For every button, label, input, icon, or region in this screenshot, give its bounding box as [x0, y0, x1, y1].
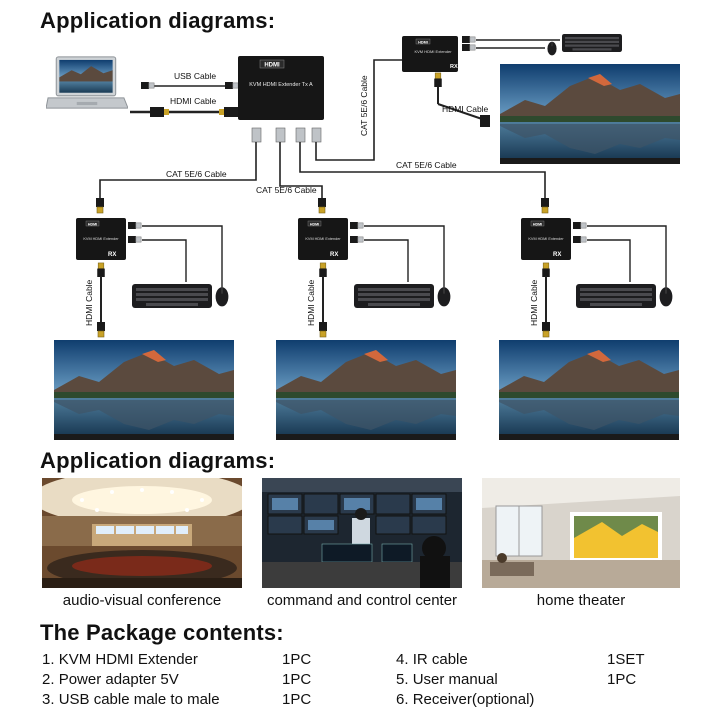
package-item-3: 3. USB cable male to male	[42, 691, 220, 708]
tx-transmitter-box: HDMI KVM HDMI Extender Tx A	[238, 56, 324, 120]
hdmi-cable-label-rx-top: HDMI Cable	[442, 104, 489, 114]
svg-text:HDMI: HDMI	[88, 222, 97, 226]
svg-text:KVM HDMI Extender: KVM HDMI Extender	[528, 237, 564, 241]
cat-cables	[99, 59, 546, 200]
mouse-icon	[659, 286, 673, 307]
svg-text:KVM HDMI Extender: KVM HDMI Extender	[83, 237, 119, 241]
tx-label: KVM HDMI Extender Tx A	[249, 82, 313, 88]
tx-brand: HDMI	[264, 63, 280, 69]
hdmi-cable-source	[130, 107, 238, 117]
cat-cable-label-left: CAT 5E/6 Cable	[166, 169, 227, 179]
keyboard-icon	[132, 284, 212, 308]
hdmi-cable-label-rx-2: HDMI Cable	[306, 279, 316, 326]
svg-text:HDMI: HDMI	[310, 222, 319, 226]
rx-receiver-1: HDMI KVM HDMI Extender RX	[76, 198, 126, 260]
package-qty-5: 1PC	[607, 671, 637, 688]
package-item-6: 6. Receiver(optional)	[396, 691, 535, 708]
hdmi-cable-rx-2	[318, 262, 328, 338]
package-item-1: 1. KVM HDMI Extender	[42, 651, 198, 668]
svg-text:HDMI: HDMI	[418, 40, 428, 44]
package-qty-1: 1PC	[282, 651, 312, 668]
display-1	[54, 340, 234, 440]
package-item-2: 2. Power adapter 5V	[42, 671, 179, 688]
mouse-icon	[215, 286, 229, 307]
caption-conference: audio-visual conference	[62, 592, 222, 609]
package-item-5: 5. User manual	[396, 671, 498, 688]
package-qty-4: 1SET	[607, 651, 645, 668]
svg-text:RX: RX	[108, 252, 116, 258]
hdmi-cable-rx-3	[541, 262, 551, 338]
display-3	[499, 340, 679, 440]
package-heading: The Package contents:	[40, 620, 284, 645]
svg-text:RX: RX	[330, 252, 338, 258]
home-theater-image	[482, 478, 680, 588]
package-qty-2: 1PC	[282, 671, 312, 688]
mouse-icon	[437, 286, 451, 307]
hdmi-cable-rx-1	[96, 262, 106, 338]
rx-receiver-2: HDMI KVM HDMI Extender RX	[298, 198, 348, 260]
package-qty-3: 1PC	[282, 691, 312, 708]
hdmi-cable-label-rx-3: HDMI Cable	[529, 279, 539, 326]
svg-text:KVM HDMI Extender: KVM HDMI Extender	[414, 49, 452, 54]
connection-diagram: USB Cable HDMI Cable HDMI KVM HDMI Exten…	[46, 34, 680, 440]
keyboard-icon	[354, 284, 434, 308]
applications-heading: Application diagrams:	[40, 448, 276, 473]
cat-cable-label-middle: CAT 5E/6 Cable	[256, 185, 317, 195]
display-2	[276, 340, 456, 440]
package-item-4: 4. IR cable	[396, 651, 468, 668]
svg-text:RX: RX	[553, 252, 561, 258]
control-center-image	[262, 478, 462, 588]
conference-room-image	[42, 478, 242, 588]
svg-text:HDMI: HDMI	[533, 222, 542, 226]
laptop-icon	[46, 56, 128, 109]
tx-network-ports	[251, 127, 322, 143]
rx-receiver-top: HDMI KVM HDMI Extender RX	[402, 36, 458, 72]
rx-receiver-3: HDMI KVM HDMI Extender RX	[521, 198, 571, 260]
keyboard-icon	[576, 284, 656, 308]
usb-cable-label: USB Cable	[174, 71, 216, 81]
svg-text:KVM HDMI Extender: KVM HDMI Extender	[305, 237, 341, 241]
diagram-heading: Application diagrams:	[40, 8, 276, 33]
cat-cable-label-right: CAT 5E/6 Cable	[396, 160, 457, 170]
cat-cable-label-vertical: CAT 5E/6 Cable	[359, 75, 369, 136]
caption-home-theater: home theater	[536, 592, 626, 609]
mouse-icon	[547, 41, 557, 56]
display-top	[500, 64, 680, 164]
hdmi-cable-label-rx-1: HDMI Cable	[84, 279, 94, 326]
usb-cable	[141, 81, 239, 90]
hdmi-cable-rx-top	[433, 72, 490, 127]
caption-control-center: command and control center	[266, 592, 458, 609]
hdmi-cable-label-source: HDMI Cable	[170, 96, 217, 106]
svg-text:RX: RX	[450, 64, 458, 70]
keyboard-icon	[562, 34, 622, 52]
